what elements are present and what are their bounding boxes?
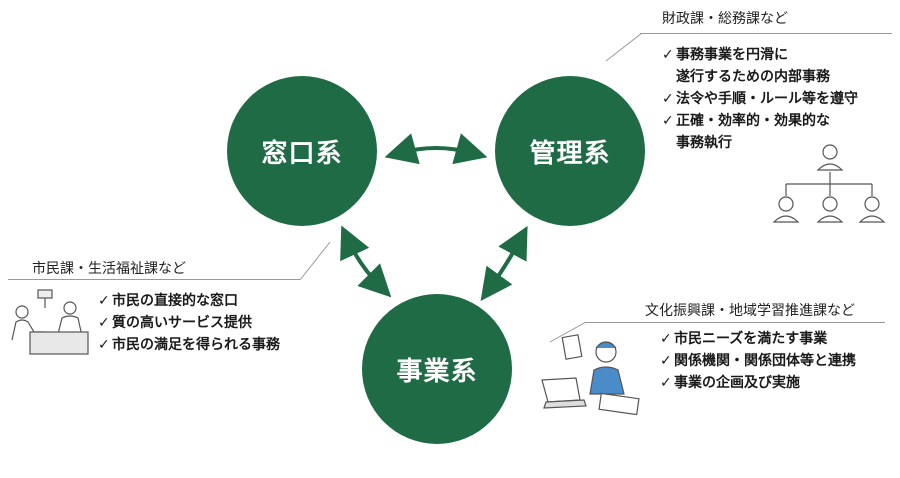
business-circle-label: 事業系 [396,356,478,387]
window-leader-line [299,241,331,281]
management-circle: 管理系 [495,76,645,226]
check-icon: ✓ [98,293,110,309]
business-item: ✓事業の企画及び実施 [660,372,856,394]
office-worker-icon [541,334,640,416]
window-item-list: ✓市民の直接的な窓口 ✓質の高いサービス提供 ✓市民の満足を得られる事務 [98,290,280,356]
management-item: ✓法令や手順・ルール等を遵守 [662,88,858,110]
business-heading-rule [585,322,885,323]
management-heading-rule [640,33,892,34]
check-icon: ✓ [98,315,110,331]
window-item: ✓市民の直接的な窓口 [98,290,280,312]
window-circle-label: 窓口系 [261,138,343,169]
window-heading-rule [8,279,300,280]
business-heading: 文化振興課・地域学習推進課など [645,303,855,319]
business-circle: 事業系 [362,294,512,444]
check-icon: ✓ [662,113,674,129]
check-icon: ✓ [662,47,674,63]
management-item: ✓正確・効率的・効果的な [662,110,858,132]
check-icon: ✓ [662,91,674,107]
management-leader-line [605,33,643,62]
business-item: ✓関係機関・関係団体等と連携 [660,350,856,372]
org-chart-icon [772,144,886,223]
business-leader-line [549,322,587,343]
window-item: ✓質の高いサービス提供 [98,312,280,334]
check-icon: ✓ [98,337,110,353]
management-circle-label: 管理系 [529,138,611,169]
window-item: ✓市民の満足を得られる事務 [98,334,280,356]
check-icon: ✓ [660,331,672,347]
window-circle: 窓口系 [227,76,377,226]
arrow-management-business [480,225,528,301]
arrow-window-management [384,133,488,165]
management-item-list: ✓事務事業を円滑に 遂行するための内部事務 ✓法令や手順・ルール等を遵守 ✓正確… [662,44,858,154]
arrow-window-business [340,225,392,298]
check-icon: ✓ [660,375,672,391]
management-item: 事務執行 [676,135,732,151]
window-heading: 市民課・生活福祉課など [32,261,186,277]
business-item: ✓市民ニーズを満たす事業 [660,328,856,350]
management-heading: 財政課・総務課など [662,11,788,27]
management-item: ✓事務事業を円滑に [662,44,858,66]
management-item: 遂行するための内部事務 [676,69,830,85]
check-icon: ✓ [660,353,672,369]
business-item-list: ✓市民ニーズを満たす事業 ✓関係機関・関係団体等と連携 ✓事業の企画及び実施 [660,328,856,394]
counter-service-icon [11,289,89,355]
